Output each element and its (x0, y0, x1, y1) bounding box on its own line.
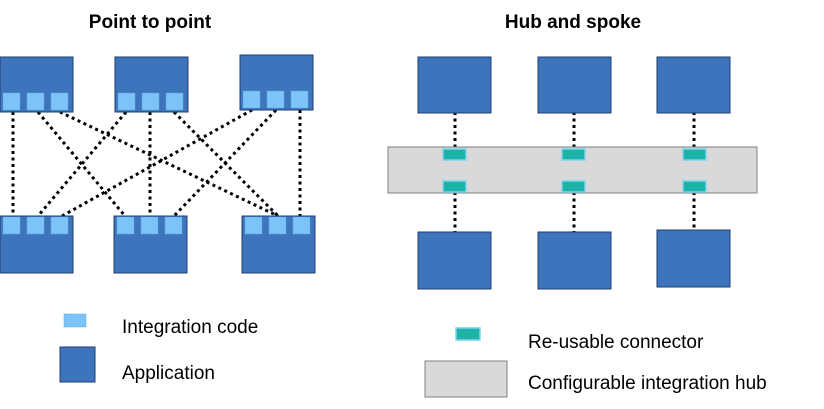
integration-code (290, 90, 309, 109)
reusable-connector (442, 148, 467, 161)
reusable-connector (442, 180, 467, 193)
p2p-top-app-2 (114, 56, 189, 113)
hub-top-app-3 (656, 56, 731, 114)
p2p-top-app-1 (0, 56, 74, 113)
integration-code (2, 216, 21, 235)
integration-code (165, 92, 184, 111)
integration-code (244, 216, 263, 235)
hub-bottom-app-1 (417, 231, 492, 290)
p2p-link (36, 111, 127, 217)
integration-code (268, 216, 287, 235)
left-title: Point to point (89, 12, 212, 33)
reusable-connector (561, 180, 586, 193)
hub-bottom-app-2 (537, 231, 612, 290)
legend-hub-swatch (424, 360, 508, 398)
integration-code (50, 216, 69, 235)
integration-code (140, 216, 159, 235)
hub-links (453, 112, 696, 232)
right-title: Hub and spoke (505, 12, 641, 33)
legend-application-label: Application (122, 363, 215, 384)
integration-code (26, 216, 45, 235)
p2p-bottom-app-1 (0, 215, 74, 274)
reusable-connector (561, 148, 586, 161)
p2p-bottom-app-2 (113, 215, 188, 274)
integration-code (2, 92, 21, 111)
p2p-bottom-app-3 (241, 215, 316, 274)
integration-code (266, 90, 285, 109)
hub-bottom-app-3 (656, 229, 731, 288)
legend-connector-label: Re-usable connector (528, 332, 704, 353)
legend-integration-code-swatch (63, 313, 87, 328)
integration-code (242, 90, 261, 109)
p2p-links (11, 108, 302, 218)
p2p-top-app-3 (239, 54, 314, 111)
hub-top-app-1 (417, 56, 492, 114)
integration-code (164, 216, 183, 235)
legend-application-swatch (59, 346, 96, 383)
integration-code (117, 92, 136, 111)
integration-code (116, 216, 135, 235)
hub-top-app-2 (537, 56, 612, 114)
integration-code (292, 216, 311, 235)
integration-code (50, 92, 69, 111)
integration-code (141, 92, 160, 111)
legend-integration-code-label: Integration code (122, 317, 258, 338)
reusable-connector (682, 148, 707, 161)
integration-code (26, 92, 45, 111)
legend: Integration code Application Re-usable c… (59, 313, 767, 398)
legend-hub-label: Configurable integration hub (528, 373, 767, 394)
reusable-connector (682, 180, 707, 193)
p2p-link (172, 108, 278, 218)
legend-connector-swatch (455, 327, 481, 341)
p2p-link (59, 110, 279, 218)
